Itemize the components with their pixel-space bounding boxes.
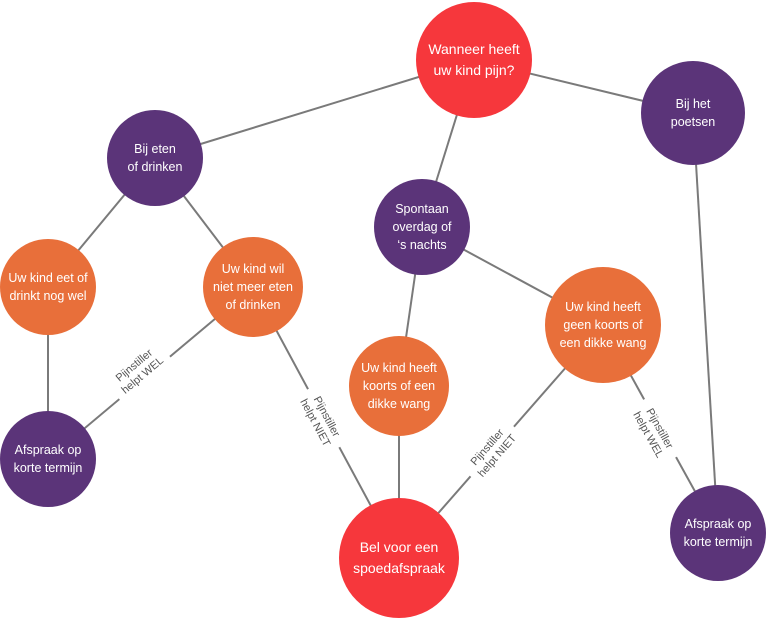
node-wont-eat: Uw kind wil niet meer eten of drinken xyxy=(203,237,303,337)
node-root-label: Wanneer heeft uw kind pijn? xyxy=(428,41,520,78)
node-wont-eat-label: Uw kind wil niet meer eten of drinken xyxy=(213,261,293,313)
node-spontaneous-label: Spontaan overdag of ‘s nachts xyxy=(392,201,452,253)
node-still-eats-label: Uw kind eet of drinkt nog wel xyxy=(8,270,88,303)
node-eating-label: Bij eten of drinken xyxy=(127,141,183,174)
node-spontaneous: Spontaan overdag of ‘s nachts xyxy=(374,179,470,275)
node-brushing: Bij het poetsen xyxy=(641,61,745,165)
node-root: Wanneer heeft uw kind pijn? xyxy=(416,2,532,118)
node-no-fever-label: Uw kind heeft geen koorts of een dikke w… xyxy=(559,299,647,351)
node-brushing-label: Bij het poetsen xyxy=(670,96,716,129)
node-emergency-label: Bel voor een spoedafspraak xyxy=(353,539,445,576)
node-appt-right-label: Afspraak op korte termijn xyxy=(683,516,753,549)
edge-brushing-appt-right xyxy=(692,112,719,534)
node-fever-label: Uw kind heeft koorts of een dikke wang xyxy=(361,360,437,412)
node-appt-left-label: Afspraak op korte termijn xyxy=(13,442,83,475)
node-still-eats: Uw kind eet of drinkt nog wel xyxy=(0,239,96,335)
node-appt-right: Afspraak op korte termijn xyxy=(670,485,766,581)
node-eating: Bij eten of drinken xyxy=(107,110,203,206)
node-appt-left: Afspraak op korte termijn xyxy=(0,411,96,507)
node-emergency: Bel voor een spoedafspraak xyxy=(339,498,459,618)
node-fever: Uw kind heeft koorts of een dikke wang xyxy=(349,336,449,436)
node-no-fever: Uw kind heeft geen koorts of een dikke w… xyxy=(545,267,661,383)
